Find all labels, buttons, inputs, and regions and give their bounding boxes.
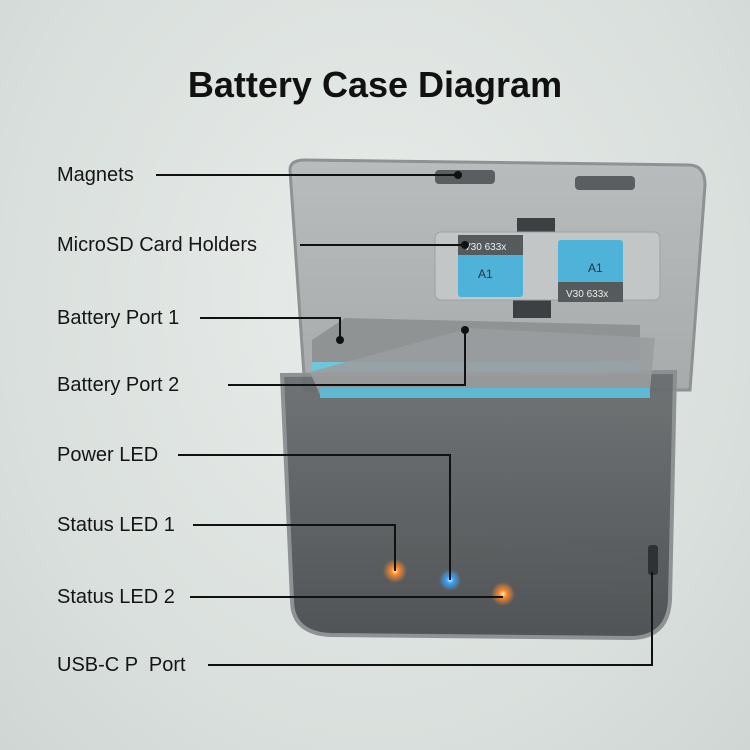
sd-speed-text: V30 633x	[566, 289, 608, 300]
battery-2	[310, 328, 655, 398]
label-battery-port-1: Battery Port 1	[57, 307, 180, 329]
case-body	[279, 369, 678, 641]
label-status-led-1: Status LED 1	[57, 514, 175, 536]
microsd-card-right: V30 633x A1	[558, 240, 623, 302]
microsd-card-left: V30 633x A1	[458, 235, 523, 297]
magnet	[575, 176, 635, 190]
sd-class-text: A1	[478, 267, 493, 281]
status-led-2	[491, 582, 515, 606]
leader-lines	[156, 174, 653, 666]
leader-power-led	[178, 454, 451, 580]
magnet	[435, 170, 495, 184]
label-power-led: Power LED	[57, 444, 159, 466]
leader-usb-c	[208, 572, 653, 666]
diagram-title: Battery Case Diagram	[187, 64, 563, 105]
sd-class-text: A1	[588, 261, 603, 275]
label-microsd-card-holders: MicroSD Card Holders	[57, 234, 258, 256]
label-magnets: Magnets	[57, 164, 134, 186]
label-status-led-2: Status LED 2	[57, 586, 175, 608]
usb-c-port	[648, 545, 658, 575]
label-battery-port-2: Battery Port 2	[57, 374, 180, 396]
leader-status-led-1	[193, 524, 396, 571]
label-usb-c-port: USB-C P Port	[57, 654, 186, 676]
leader-battery-port-1	[200, 317, 341, 340]
sd-speed-text: V30 633x	[464, 242, 506, 253]
leader-battery-port-2	[228, 330, 466, 386]
